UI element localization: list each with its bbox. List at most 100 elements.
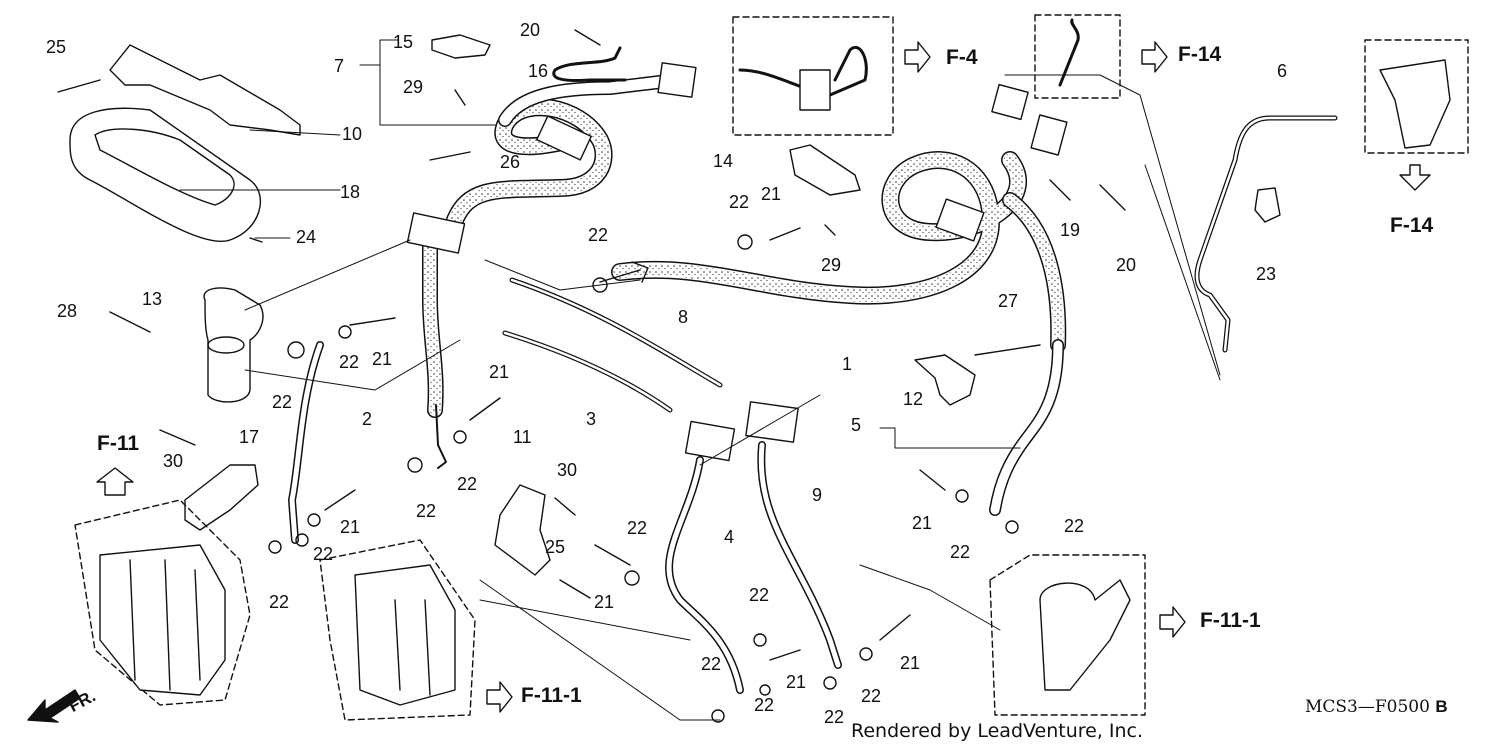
part-label-22: 22: [1064, 516, 1085, 536]
brake-caliper-left: [74, 499, 251, 706]
clamp-23: [1254, 187, 1281, 223]
part-label-22: 22: [339, 352, 360, 372]
brake-caliper-right: [319, 539, 476, 721]
part-label-25: 25: [46, 37, 67, 57]
diagram-code-text: MCS3—F0500: [1305, 697, 1430, 717]
part-label-25: 25: [545, 537, 566, 557]
master-cylinder-inset: [1364, 39, 1469, 154]
part-label-22: 22: [313, 544, 334, 564]
part-label-18: 18: [340, 182, 361, 202]
brake-hose-4: [665, 420, 744, 694]
part-label-3: 3: [586, 409, 597, 429]
stay-14: [789, 144, 861, 196]
reference-f11[interactable]: F-11: [97, 432, 140, 455]
part-label-21: 21: [372, 349, 393, 369]
bracket-10: [109, 44, 301, 136]
pipe-inset-f14: [1034, 14, 1121, 99]
clip-15: [431, 34, 491, 59]
part-label-14: 14: [713, 151, 734, 171]
brake-hose-2: [288, 341, 324, 544]
fork-inset: [989, 554, 1146, 716]
part-label-17: 17: [239, 427, 260, 447]
part-label-21: 21: [761, 184, 782, 204]
part-label-22: 22: [824, 707, 845, 727]
part-label-21: 21: [786, 672, 807, 692]
part-label-20: 20: [520, 20, 541, 40]
bracket-18: [69, 107, 261, 242]
brake-pipe-16: [552, 46, 627, 82]
part-label-21: 21: [912, 513, 933, 533]
reference-f4[interactable]: F-4: [946, 46, 978, 69]
part-label-13: 13: [142, 289, 163, 309]
leader-lines: [179, 39, 1221, 721]
reference-f11-1-right[interactable]: F-11-1: [1200, 609, 1261, 632]
part-label-9: 9: [812, 485, 823, 505]
part-label-7: 7: [334, 56, 345, 76]
stay-11: [494, 484, 551, 576]
part-label-22: 22: [269, 592, 290, 612]
part-label-27: 27: [998, 291, 1019, 311]
joint-13: [203, 287, 264, 403]
reference-f14-top[interactable]: F-14: [1178, 43, 1222, 66]
part-label-26: 26: [500, 152, 521, 172]
reference-arrows: [96, 41, 1431, 713]
part-label-22: 22: [457, 474, 478, 494]
part-label-21: 21: [594, 592, 615, 612]
part-label-21: 21: [900, 653, 921, 673]
part-label-2: 2: [362, 409, 373, 429]
arrow-f111b-icon: [486, 681, 513, 713]
part-label-22: 22: [861, 686, 882, 706]
brake-pipe-8: [509, 277, 723, 388]
reference-f11-1-bottom[interactable]: F-11-1: [521, 684, 582, 707]
arrow-f14a-icon: [1141, 41, 1168, 73]
part-label-22: 22: [950, 542, 971, 562]
part-label-22: 22: [588, 225, 609, 245]
reference-f14-right[interactable]: F-14: [1390, 214, 1434, 237]
brake-hose-7: [406, 62, 697, 469]
brake-pipe-6: [1194, 115, 1338, 353]
brake-hose-5: [935, 83, 1068, 516]
part-label-22: 22: [701, 654, 722, 674]
part-label-22: 22: [272, 392, 293, 412]
part-label-5: 5: [851, 415, 862, 435]
part-label-29: 29: [403, 77, 424, 97]
part-label-28: 28: [57, 301, 78, 321]
credit-text: Rendered by LeadVenture, Inc.: [851, 720, 1144, 742]
part-label-24: 24: [296, 227, 317, 247]
arrow-f4-icon: [904, 41, 931, 73]
bolts-and-washers: [57, 29, 1126, 723]
stay-17: [184, 464, 259, 531]
part-label-6: 6: [1277, 61, 1288, 81]
arrow-f14b-icon: [1399, 164, 1431, 191]
part-label-16: 16: [528, 61, 549, 81]
part-label-21: 21: [489, 362, 510, 382]
part-label-22: 22: [627, 518, 648, 538]
part-label-4: 4: [724, 527, 735, 547]
part-label-8: 8: [678, 307, 689, 327]
part-label-11: 11: [513, 427, 532, 447]
stay-12: [914, 354, 976, 406]
part-label-23: 23: [1256, 264, 1277, 284]
part-label-1: 1: [842, 354, 853, 374]
front-arrow-icon: [27, 689, 81, 723]
diagram-code-suffix: B: [1435, 697, 1448, 716]
arrow-f11-icon: [96, 467, 134, 496]
brake-hose-9: [745, 401, 842, 669]
part-label-30: 30: [163, 451, 184, 471]
part-label-22: 22: [749, 585, 770, 605]
part-label-19: 19: [1060, 220, 1081, 240]
brake-pipe-3: [502, 330, 673, 413]
part-label-29: 29: [821, 255, 842, 275]
part-label-10: 10: [342, 124, 363, 144]
diagram-code: MCS3—F0500 B: [1305, 698, 1448, 716]
part-label-20: 20: [1116, 255, 1137, 275]
part-label-22: 22: [729, 192, 750, 212]
part-label-12: 12: [903, 389, 924, 409]
part-label-22: 22: [754, 695, 775, 715]
arrow-f111a-icon: [1159, 606, 1186, 638]
part-label-21: 21: [340, 517, 361, 537]
junction-inset-f4: [732, 16, 894, 136]
part-label-15: 15: [393, 32, 414, 52]
part-label-30: 30: [557, 460, 578, 480]
